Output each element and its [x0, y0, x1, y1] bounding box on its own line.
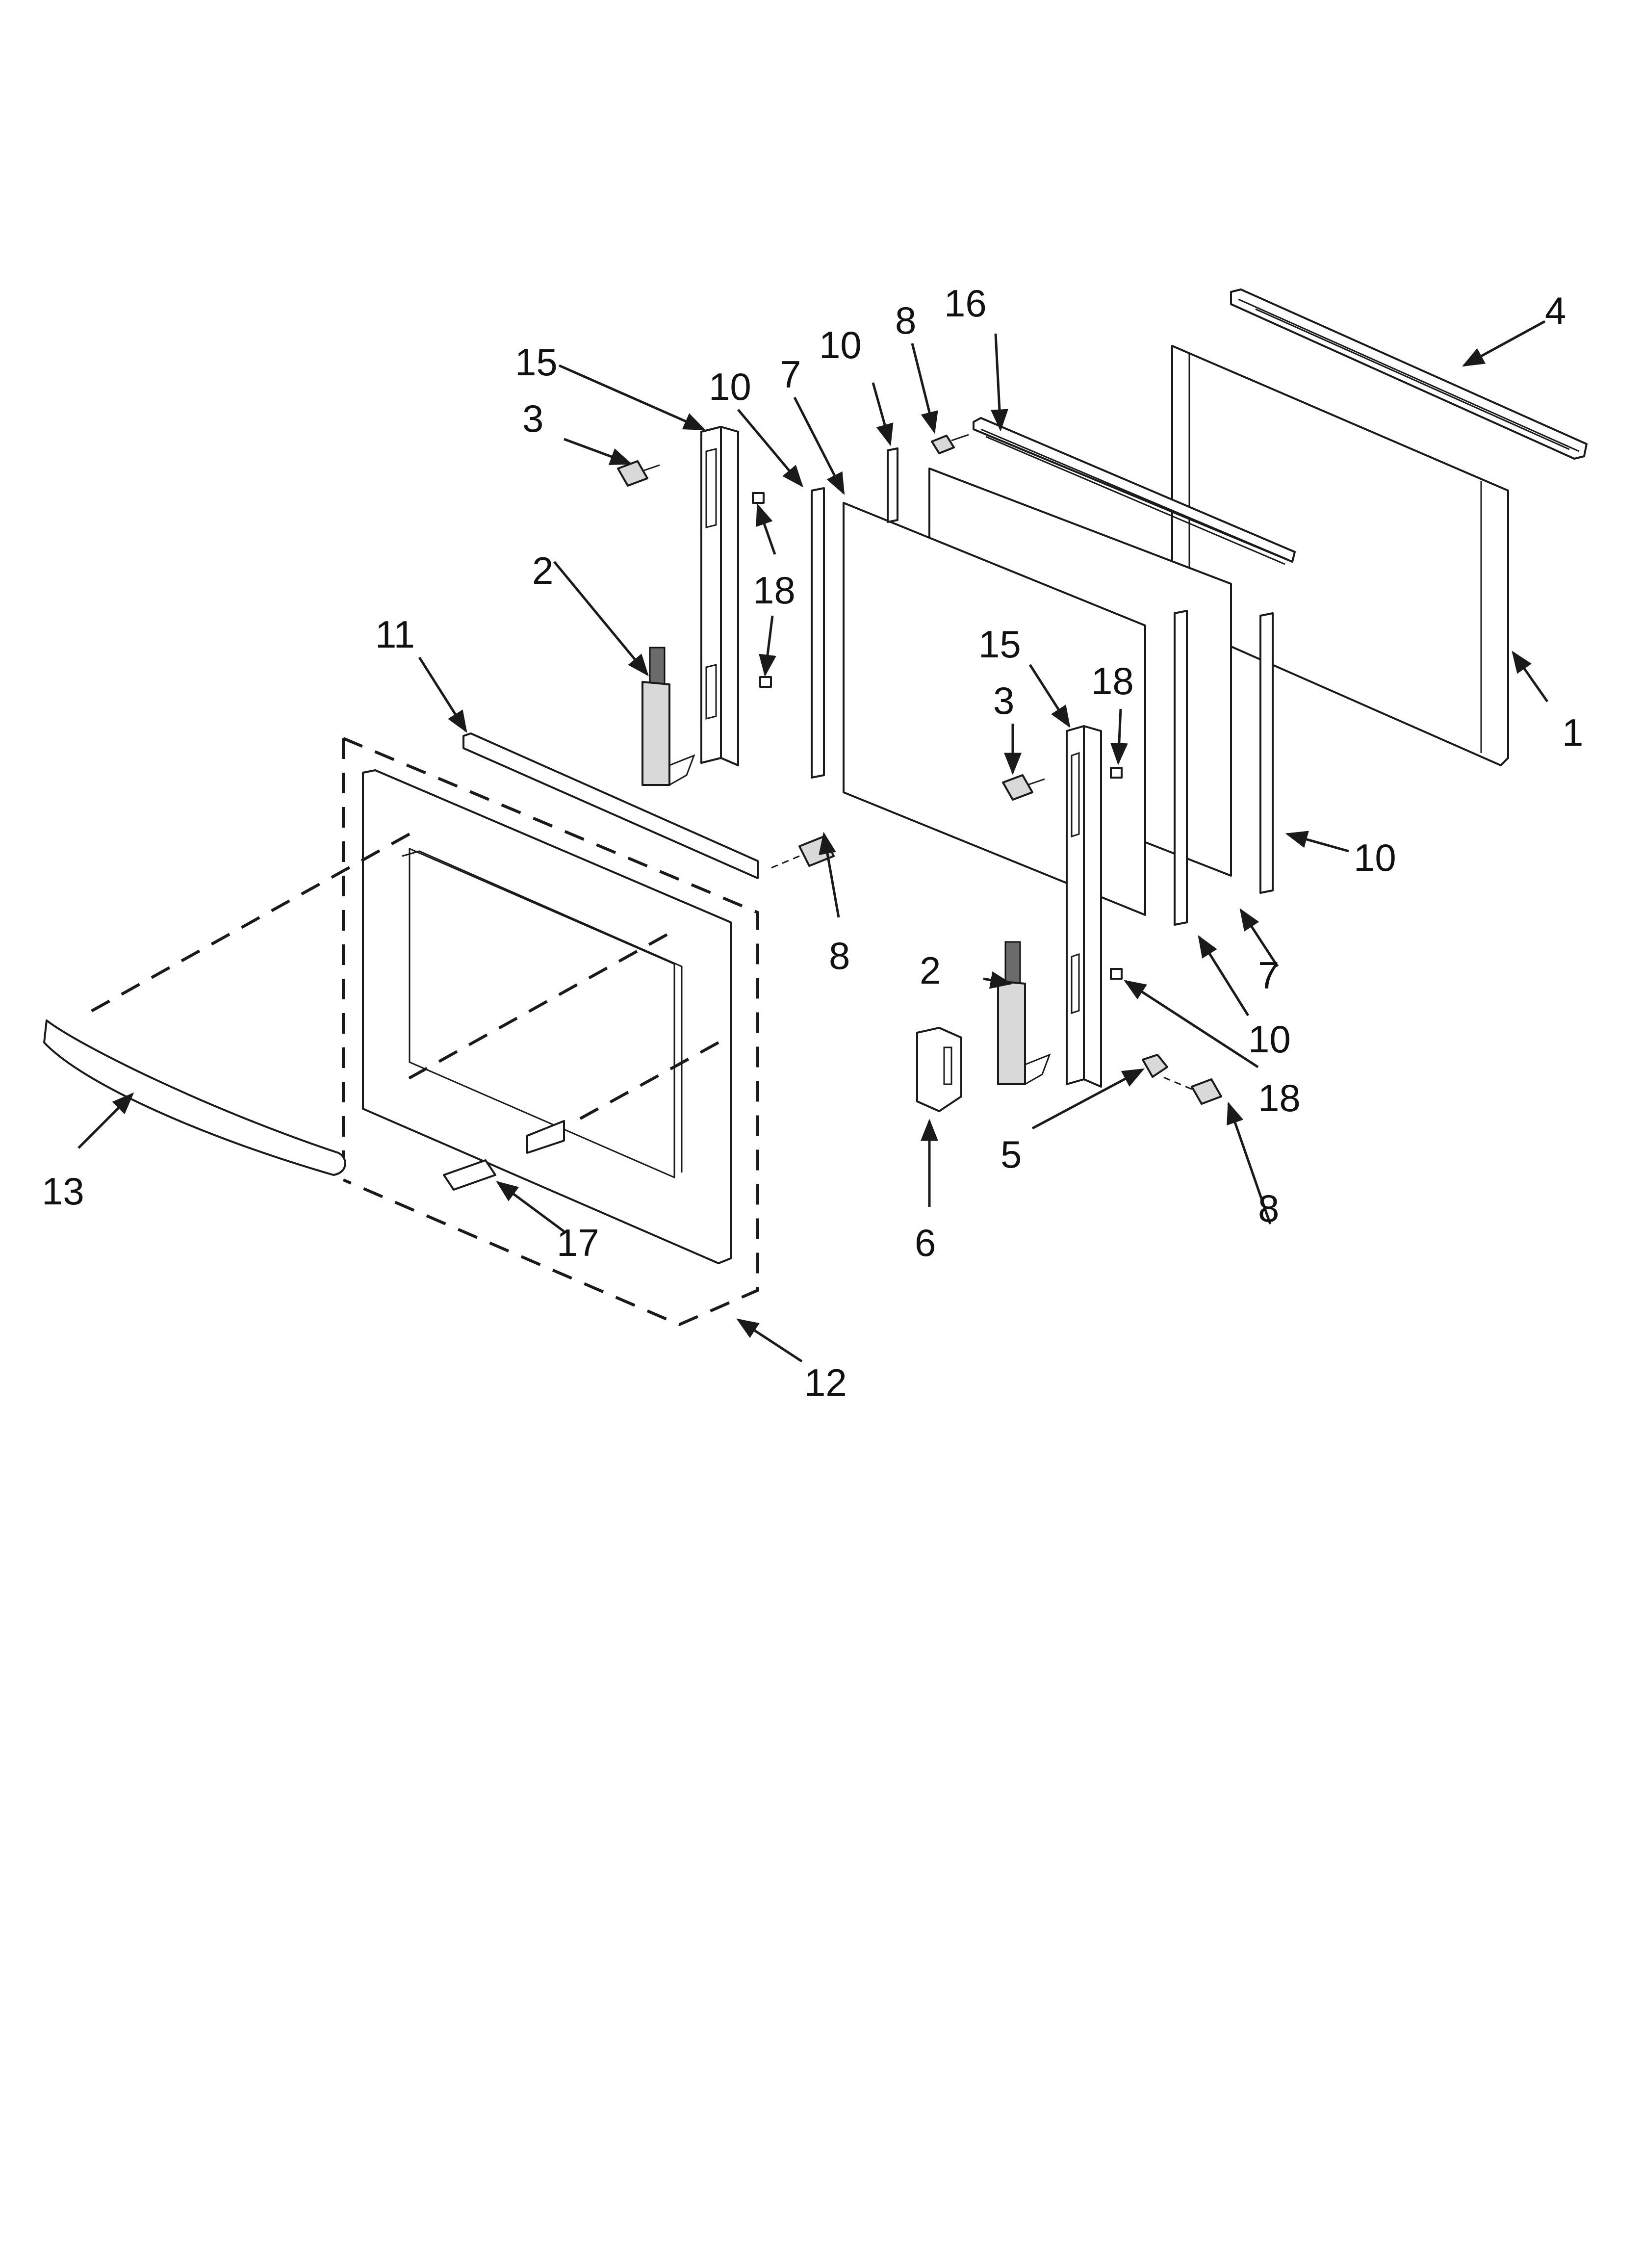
part-clips [752, 492, 1123, 980]
callout-10-left: 10 [709, 365, 751, 408]
part-door-handle [43, 1019, 346, 1176]
part-glass-spacers [811, 447, 1274, 926]
part-badge [443, 1159, 496, 1191]
callout-3-right: 3 [993, 679, 1014, 722]
callout-1: 1 [1562, 711, 1583, 754]
callout-3-left: 3 [522, 397, 543, 440]
callout-12: 12 [804, 1361, 847, 1404]
callout-5: 5 [1001, 1133, 1022, 1176]
part-hinge-left [641, 647, 695, 786]
callout-10-lower: 10 [1248, 1017, 1291, 1061]
assembly-outline [342, 737, 759, 1327]
callout-16: 16 [944, 282, 987, 325]
callout-18-lower: 18 [1258, 1076, 1301, 1120]
callout-15-right: 15 [978, 623, 1021, 666]
callout-18-upper: 18 [753, 569, 795, 612]
part-top-channel [973, 417, 1296, 565]
part-hinge-bracket-right [1066, 725, 1102, 1088]
part-door-strip [462, 732, 759, 879]
part-hinge-right [997, 941, 1051, 1085]
callout-18-right: 18 [1091, 659, 1134, 703]
callout-17: 17 [557, 1221, 599, 1264]
handle-dashed-leaders [82, 833, 719, 1125]
part-screw-lower [1162, 1076, 1222, 1105]
part-screw-left [617, 460, 660, 487]
callout-6: 6 [915, 1221, 936, 1264]
callout-10-right: 10 [1354, 836, 1396, 879]
callout-2-right: 2 [920, 949, 941, 992]
part-top-trim [1230, 288, 1588, 460]
callout-13: 13 [42, 1170, 84, 1213]
part-strike-plate [916, 1027, 962, 1112]
part-hinge-bracket-left [700, 426, 739, 766]
leader-lines [77, 320, 1549, 1363]
callout-11: 11 [375, 613, 415, 656]
callout-8-middle: 8 [829, 934, 850, 977]
callout-labels: 1 2 2 3 3 4 5 6 7 7 8 8 8 10 10 10 10 11… [42, 282, 1583, 1404]
callout-8-lower: 8 [1258, 1187, 1279, 1230]
part-screw-right [1002, 774, 1045, 801]
callout-4: 4 [1545, 289, 1566, 332]
callout-7-right: 7 [1258, 954, 1279, 997]
part-latch-bracket [1142, 1054, 1168, 1078]
callout-15-left: 15 [515, 340, 558, 384]
callout-7-left: 7 [780, 353, 801, 396]
callout-2-left: 2 [532, 549, 553, 592]
callout-10-top: 10 [819, 323, 862, 366]
part-screw-top [931, 434, 969, 454]
part-outer-door-frame [362, 769, 732, 1264]
callout-8-top: 8 [895, 299, 916, 342]
